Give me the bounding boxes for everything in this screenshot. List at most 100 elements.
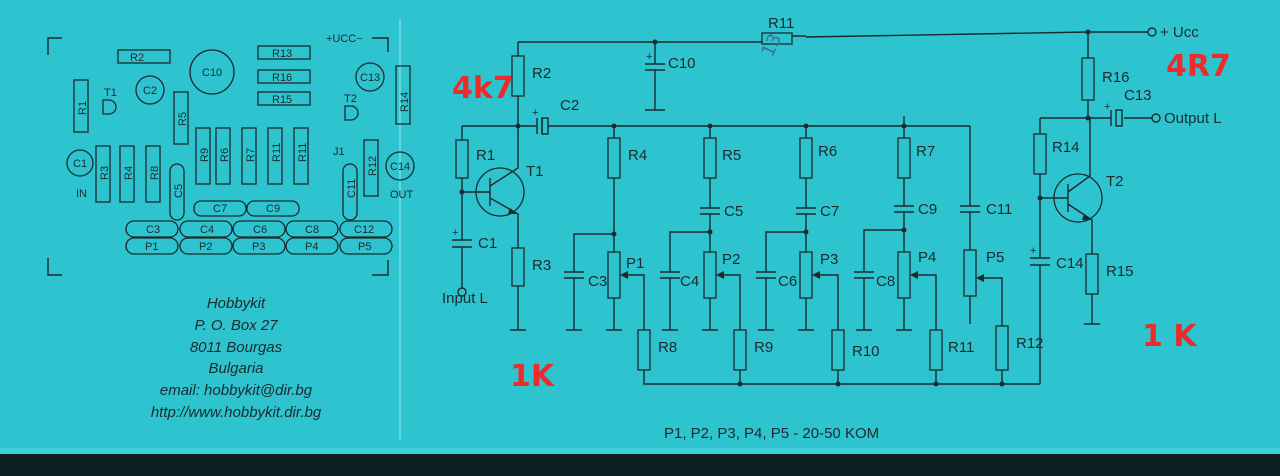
svg-text:C9: C9 bbox=[266, 203, 280, 215]
svg-text:R14: R14 bbox=[399, 92, 411, 112]
p4-label: P4 bbox=[918, 249, 936, 266]
r9-resistor bbox=[733, 329, 747, 371]
pcb-t2-label: T2 bbox=[344, 93, 357, 105]
address-city: 8011 Bourgas bbox=[190, 339, 283, 356]
r10-label: R10 bbox=[852, 343, 880, 360]
svg-text:C11: C11 bbox=[346, 179, 358, 198]
r7-label: R7 bbox=[916, 143, 935, 160]
p3-pot bbox=[799, 251, 813, 299]
table-edge bbox=[0, 452, 1280, 476]
r7-resistor bbox=[897, 137, 911, 179]
r16-label: R16 bbox=[1102, 69, 1130, 86]
pcb-out-label: OUT bbox=[390, 189, 414, 201]
address-website: http://www.hobbykit.dir.bg bbox=[151, 404, 322, 421]
r14-label: R14 bbox=[1052, 139, 1080, 156]
r3-resistor bbox=[511, 247, 525, 287]
paper-edge bbox=[0, 448, 1280, 454]
pcb-c10 bbox=[189, 49, 235, 95]
pcb-t1-label: T1 bbox=[104, 87, 117, 99]
pcb-layout: +UCC− R2 R13 R16 R15 C10 C2 C13 C1 IN C1… bbox=[47, 33, 415, 276]
svg-text:C5: C5 bbox=[173, 184, 185, 198]
pcb-r13-label: R13 bbox=[272, 48, 292, 60]
address-block: Hobbykit P. O. Box 27 8011 Bourgas Bulga… bbox=[151, 295, 322, 421]
svg-text:R4: R4 bbox=[123, 166, 135, 180]
pcb-ucc-label: +UCC− bbox=[326, 33, 363, 45]
r2-resistor bbox=[511, 55, 525, 97]
pcb-c7 bbox=[193, 200, 247, 217]
pcb-r2-label: R2 bbox=[130, 52, 144, 64]
p5-label: P5 bbox=[986, 249, 1004, 266]
c10-label: C10 bbox=[668, 55, 696, 72]
c2-label: C2 bbox=[560, 97, 579, 114]
svg-text:R12: R12 bbox=[367, 156, 379, 176]
svg-text:+: + bbox=[646, 51, 652, 63]
r8-resistor bbox=[637, 329, 651, 371]
r16-resistor bbox=[1081, 57, 1095, 101]
svg-text:R9: R9 bbox=[199, 148, 211, 162]
r15-label: R15 bbox=[1106, 263, 1134, 280]
pcb-t1 bbox=[102, 99, 117, 115]
pcb-in-label: IN bbox=[76, 188, 87, 200]
pcb-c1-label: C1 bbox=[73, 158, 87, 170]
pcb-c14 bbox=[385, 151, 415, 181]
schematic: R11 + Ucc + C10 R2 + C2 R1 T1 + C1 bbox=[442, 15, 1222, 442]
r12-resistor bbox=[995, 325, 1009, 371]
svg-text:R7: R7 bbox=[245, 148, 257, 162]
r9-label: R9 bbox=[754, 339, 773, 356]
output-label: Output L bbox=[1164, 110, 1222, 127]
pcb-r15-label: R15 bbox=[272, 94, 292, 106]
r1-resistor bbox=[455, 139, 469, 179]
p1-pot bbox=[607, 251, 621, 299]
input-terminal bbox=[457, 287, 467, 297]
pcb-pot-row: P1 P2 P3 P4 P5 bbox=[125, 237, 393, 255]
svg-text:R1: R1 bbox=[77, 101, 89, 115]
pcb-j1-label: J1 bbox=[333, 146, 345, 158]
r11-series-resistor bbox=[761, 32, 793, 45]
r14-resistor bbox=[1033, 133, 1047, 175]
address-country: Bulgaria bbox=[208, 360, 263, 377]
pot-note: P1, P2, P3, P4, P5 - 20-50 KOM bbox=[664, 425, 879, 442]
pcb-c11 bbox=[342, 163, 358, 221]
svg-text:R8: R8 bbox=[149, 166, 161, 180]
c9-label: C9 bbox=[918, 201, 937, 218]
svg-text:R11: R11 bbox=[297, 143, 309, 162]
r2-label: R2 bbox=[532, 65, 551, 82]
svg-text:+: + bbox=[532, 107, 538, 119]
svg-text:C3: C3 bbox=[146, 224, 160, 236]
c3-label: C3 bbox=[588, 273, 607, 290]
input-label: Input L bbox=[442, 290, 488, 307]
pcb-t2 bbox=[344, 105, 359, 121]
svg-text:R11: R11 bbox=[271, 143, 283, 162]
r3-label: R3 bbox=[532, 257, 551, 274]
c6-label: C6 bbox=[778, 273, 797, 290]
p4-pot bbox=[897, 251, 911, 299]
pcb-c13 bbox=[355, 62, 385, 92]
svg-text:C8: C8 bbox=[305, 224, 319, 236]
svg-text:+: + bbox=[1104, 101, 1110, 113]
ucc-label: + Ucc bbox=[1160, 24, 1199, 41]
r15-resistor bbox=[1085, 253, 1099, 295]
r10-resistor bbox=[831, 329, 845, 371]
r4-label: R4 bbox=[628, 147, 647, 164]
r5-resistor bbox=[703, 137, 717, 179]
svg-text:C12: C12 bbox=[354, 224, 374, 236]
svg-text:C4: C4 bbox=[200, 224, 214, 236]
r6-resistor bbox=[799, 137, 813, 179]
r12-label: R12 bbox=[1016, 335, 1044, 352]
svg-text:R6: R6 bbox=[219, 148, 231, 162]
svg-text:C6: C6 bbox=[253, 224, 267, 236]
r3-value-note: 1K bbox=[510, 359, 556, 394]
p2-label: P2 bbox=[722, 251, 740, 268]
pcb-c2 bbox=[135, 75, 165, 105]
svg-text:+: + bbox=[1030, 245, 1036, 257]
p2-pot bbox=[703, 251, 717, 299]
pcb-r16-label: R16 bbox=[272, 72, 292, 84]
handwritten-notes: 4k7 4R7 1K 1 K 13 bbox=[452, 30, 1231, 394]
r6-label: R6 bbox=[818, 143, 837, 160]
svg-text:R5: R5 bbox=[177, 112, 189, 126]
svg-text:C7: C7 bbox=[213, 203, 227, 215]
t2-label: T2 bbox=[1106, 173, 1124, 190]
svg-text:P4: P4 bbox=[305, 241, 318, 253]
output-terminal bbox=[1151, 113, 1161, 123]
